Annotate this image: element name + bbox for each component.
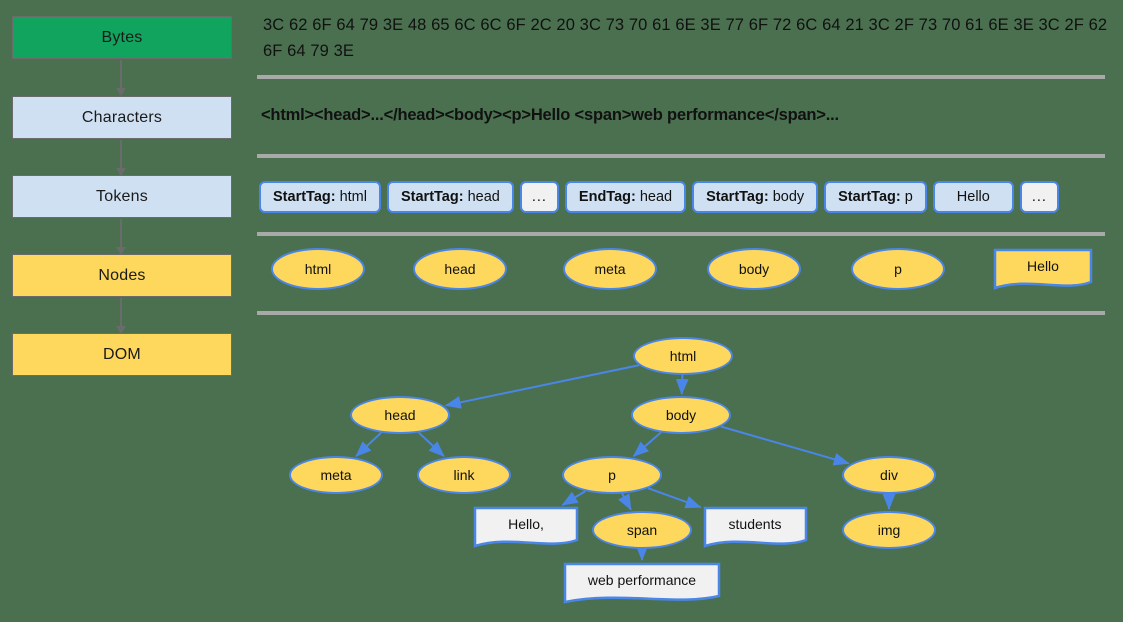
node-label: html [304,261,332,277]
pipeline-stage-label: Nodes [98,266,146,284]
dom-node-stud[interactable]: students [703,506,808,548]
dom-node-label: html [669,348,697,364]
dom-node-meta[interactable]: meta [289,456,383,494]
pipeline-connector-1 [116,60,126,96]
dom-node-label: body [665,407,697,423]
token-kind: StartTag: [273,189,336,205]
node-text-leaf[interactable]: Hello [993,248,1093,290]
pipeline-column: Bytes Characters Tokens Nodes DOM [0,0,250,400]
token-chip[interactable]: ... [519,181,559,213]
dom-node-label: head [384,407,416,423]
dom-edge-body-div [720,425,850,466]
dom-edge-head-link [418,431,445,457]
dom-node-label: Hello, [508,515,544,532]
divider-2 [257,154,1105,158]
dom-edge-body-p [632,431,662,458]
token-value: ... [1031,189,1047,205]
dom-node-span[interactable]: span [592,511,692,549]
dom-node-label: img [877,522,901,538]
dom-node-label: link [453,467,475,483]
divider-1 [257,75,1105,79]
dom-edge-p-span [618,493,632,511]
node-label: meta [594,261,626,277]
dom-node-link[interactable]: link [417,456,511,494]
dom-node-label: students [728,515,782,532]
dom-node-body[interactable]: body [631,396,731,434]
pipeline-stage-label: DOM [103,345,141,363]
bytes-hex-text: 3C 62 6F 64 79 3E 48 65 6C 6C 6F 2C 20 3… [263,16,1108,60]
token-value: Hello [956,189,990,205]
token-value: p [904,189,913,205]
dom-node-label: p [608,467,616,483]
node-oval[interactable]: p [851,248,945,290]
pipeline-stage-label: Bytes [101,28,143,46]
content-column: 3C 62 6F 64 79 3E 48 65 6C 6C 6F 2C 20 3… [255,0,1123,622]
dom-node-head[interactable]: head [350,396,450,434]
node-label: body [738,261,770,277]
token-kind: StartTag: [706,189,769,205]
token-kind: StartTag: [400,189,464,205]
token-chip[interactable]: Hello [932,181,1014,213]
node-oval[interactable]: head [413,248,507,290]
dom-edge-html-head [444,364,640,409]
arrow-down-icon [116,326,126,334]
token-chip[interactable]: StartTag:p [824,181,927,213]
dom-node-label: div [880,467,898,483]
pipeline-connector-3 [116,219,126,255]
token-kind: StartTag: [838,189,901,205]
dom-node-p[interactable]: p [562,456,662,494]
pipeline-stage-nodes[interactable]: Nodes [12,254,232,297]
node-oval[interactable]: html [271,248,365,290]
dom-node-hello[interactable]: Hello, [473,506,579,548]
dom-edge-p-hello [561,490,586,506]
arrow-down-icon [116,247,126,255]
dom-edge-head-meta [355,431,382,457]
pipeline-stage-label: Characters [81,108,163,126]
pipeline-connector-2 [116,140,126,176]
token-chip[interactable]: StartTag:html [259,181,381,213]
arrow-down-icon [116,168,126,176]
dom-node-label: web performance [587,571,697,588]
token-chip[interactable]: ... [1019,181,1059,213]
token-value: ... [531,189,547,205]
pipeline-stage-label: Tokens [96,187,148,205]
dom-edge-p-stud [647,487,702,509]
token-chip[interactable]: StartTag:head [386,181,514,213]
characters-markup-text: <html><head>...</head><body><p>Hello <sp… [261,106,839,124]
pipeline-stage-dom[interactable]: DOM [12,333,232,376]
node-label: Hello [1027,257,1059,274]
pipeline-stage-characters[interactable]: Characters [12,96,232,139]
token-chip[interactable]: StartTag:body [692,181,819,213]
token-value: body [772,189,805,205]
node-label: p [894,261,902,277]
token-value: html [339,189,367,205]
dom-node-img[interactable]: img [842,511,936,549]
dom-node-label: span [626,522,658,538]
node-oval[interactable]: body [707,248,801,290]
dom-node-label: meta [320,467,352,483]
divider-4 [257,311,1105,315]
dom-node-html[interactable]: html [633,337,733,375]
dom-node-webp[interactable]: web performance [563,562,721,604]
token-kind: EndTag: [578,189,636,205]
arrow-down-icon [116,88,126,96]
pipeline-stage-tokens[interactable]: Tokens [12,175,232,218]
node-oval[interactable]: meta [563,248,657,290]
token-value: head [639,189,673,205]
token-chip[interactable]: EndTag:head [564,181,687,213]
node-label: head [444,261,476,277]
pipeline-connector-4 [116,298,126,334]
dom-node-div[interactable]: div [842,456,936,494]
pipeline-stage-bytes[interactable]: Bytes [12,16,232,59]
dom-tree-edges [355,364,896,561]
dom-edge-html-body [675,374,689,396]
token-value: head [467,189,500,205]
divider-3 [257,232,1105,236]
